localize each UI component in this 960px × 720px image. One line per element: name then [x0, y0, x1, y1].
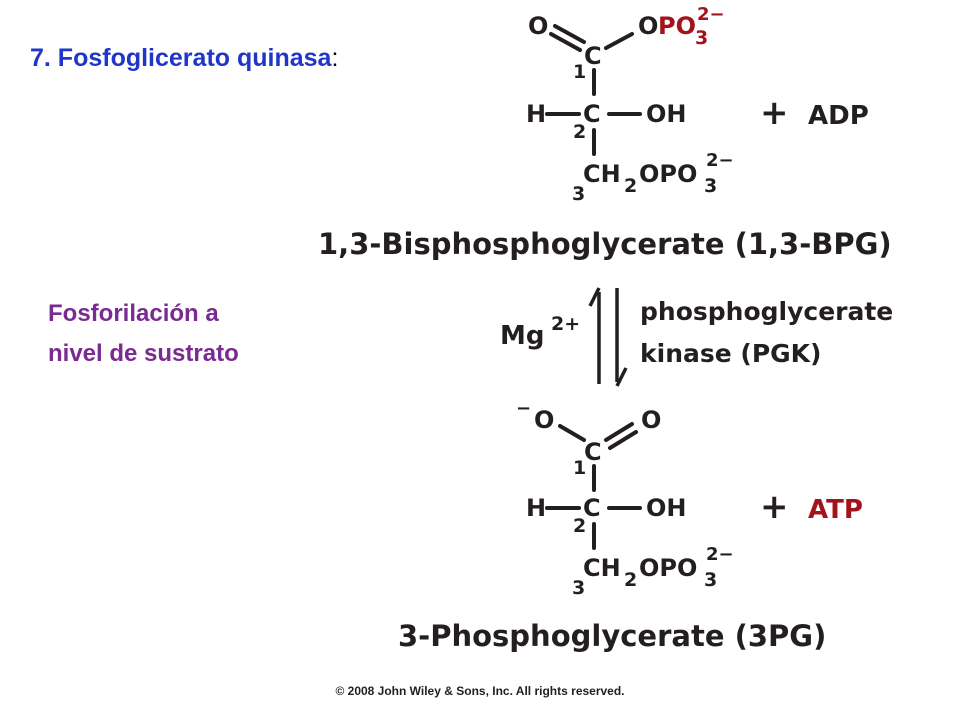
- product-opo3-tail: OPO: [639, 554, 697, 582]
- product-o-right: O: [641, 406, 661, 434]
- copyright-notice: © 2008 John Wiley & Sons, Inc. All right…: [335, 684, 625, 698]
- reactant-po3: PO: [658, 12, 696, 40]
- product-h: H: [526, 494, 546, 522]
- reverse-arrow-head: [588, 287, 601, 307]
- reactant-o-top: O: [528, 12, 548, 40]
- atp-label: ATP: [808, 495, 863, 525]
- reactant-o-bond: [604, 32, 634, 50]
- mg-label: Mg: [500, 321, 544, 351]
- reactant-opo3-charge: 2−: [706, 150, 734, 171]
- product-double-bond-a: [604, 422, 634, 442]
- reactant-h: H: [526, 100, 546, 128]
- product-opo3-charge: 2−: [706, 544, 734, 565]
- reactant-structure: O O PO 3 2− C 1 H C OH 2 CH 2 OPO 3 2− 3: [526, 4, 734, 205]
- reactant-c2: C: [583, 100, 601, 128]
- reactant-double-bond-a: [549, 32, 582, 52]
- plus-sign-top: +: [760, 93, 789, 133]
- reactant-num3: 3: [572, 183, 585, 205]
- reactant-oh: OH: [646, 100, 687, 128]
- equilibrium-arrows: [588, 287, 628, 387]
- reactant-opo3-tail: OPO: [639, 160, 697, 188]
- reactant-ch: CH: [583, 160, 621, 188]
- product-o-minus: O: [534, 406, 554, 434]
- reactant-opo3-sub: 3: [704, 175, 717, 197]
- mg-charge: 2+: [551, 313, 580, 335]
- side-note-line1: Fosforilación a: [48, 300, 219, 327]
- slide-title-text: 7. Fosfoglicerato quinasa: [30, 44, 332, 72]
- product-name: 3-Phosphoglycerate (3PG): [398, 619, 826, 653]
- reactant-name: 1,3-Bisphosphoglycerate (1,3-BPG): [318, 227, 892, 261]
- product-o-bond: [558, 424, 586, 442]
- product-ch2-sub: 2: [624, 569, 637, 591]
- side-note: Fosforilación a nivel de sustrato: [48, 294, 239, 374]
- product-oh: OH: [646, 494, 687, 522]
- product-structure: − O O C 1 H C OH 2 CH 2 OPO 3 2− 3: [516, 398, 734, 599]
- product-opo3-sub: 3: [704, 569, 717, 591]
- forward-arrow-head: [615, 367, 628, 387]
- reactant-po3-charge: 2−: [697, 4, 725, 25]
- adp-label: ADP: [808, 101, 869, 131]
- product-minus: −: [516, 398, 531, 419]
- slide-title-colon: :: [331, 44, 339, 72]
- reactant-c1: C: [584, 42, 602, 70]
- plus-sign-bottom: +: [760, 487, 789, 527]
- product-c2: C: [583, 494, 601, 522]
- enzyme-line1: phosphoglycerate: [640, 297, 893, 326]
- product-num1: 1: [573, 457, 586, 479]
- product-num2: 2: [573, 515, 586, 537]
- slide-title: 7. Fosfoglicerato quinasa:: [30, 44, 338, 73]
- side-note-line2: nivel de sustrato: [48, 340, 239, 367]
- reactant-opo-o: O: [638, 12, 658, 40]
- product-c1: C: [584, 438, 602, 466]
- reactant-po3-sub: 3: [695, 27, 708, 49]
- reactant-ch2-sub: 2: [624, 175, 637, 197]
- product-ch: CH: [583, 554, 621, 582]
- reactant-num2: 2: [573, 121, 586, 143]
- product-double-bond-b: [608, 430, 638, 450]
- product-num3: 3: [572, 577, 585, 599]
- enzyme-line2: kinase (PGK): [640, 339, 821, 368]
- reactant-double-bond-b: [553, 24, 586, 44]
- reactant-num1: 1: [573, 61, 586, 83]
